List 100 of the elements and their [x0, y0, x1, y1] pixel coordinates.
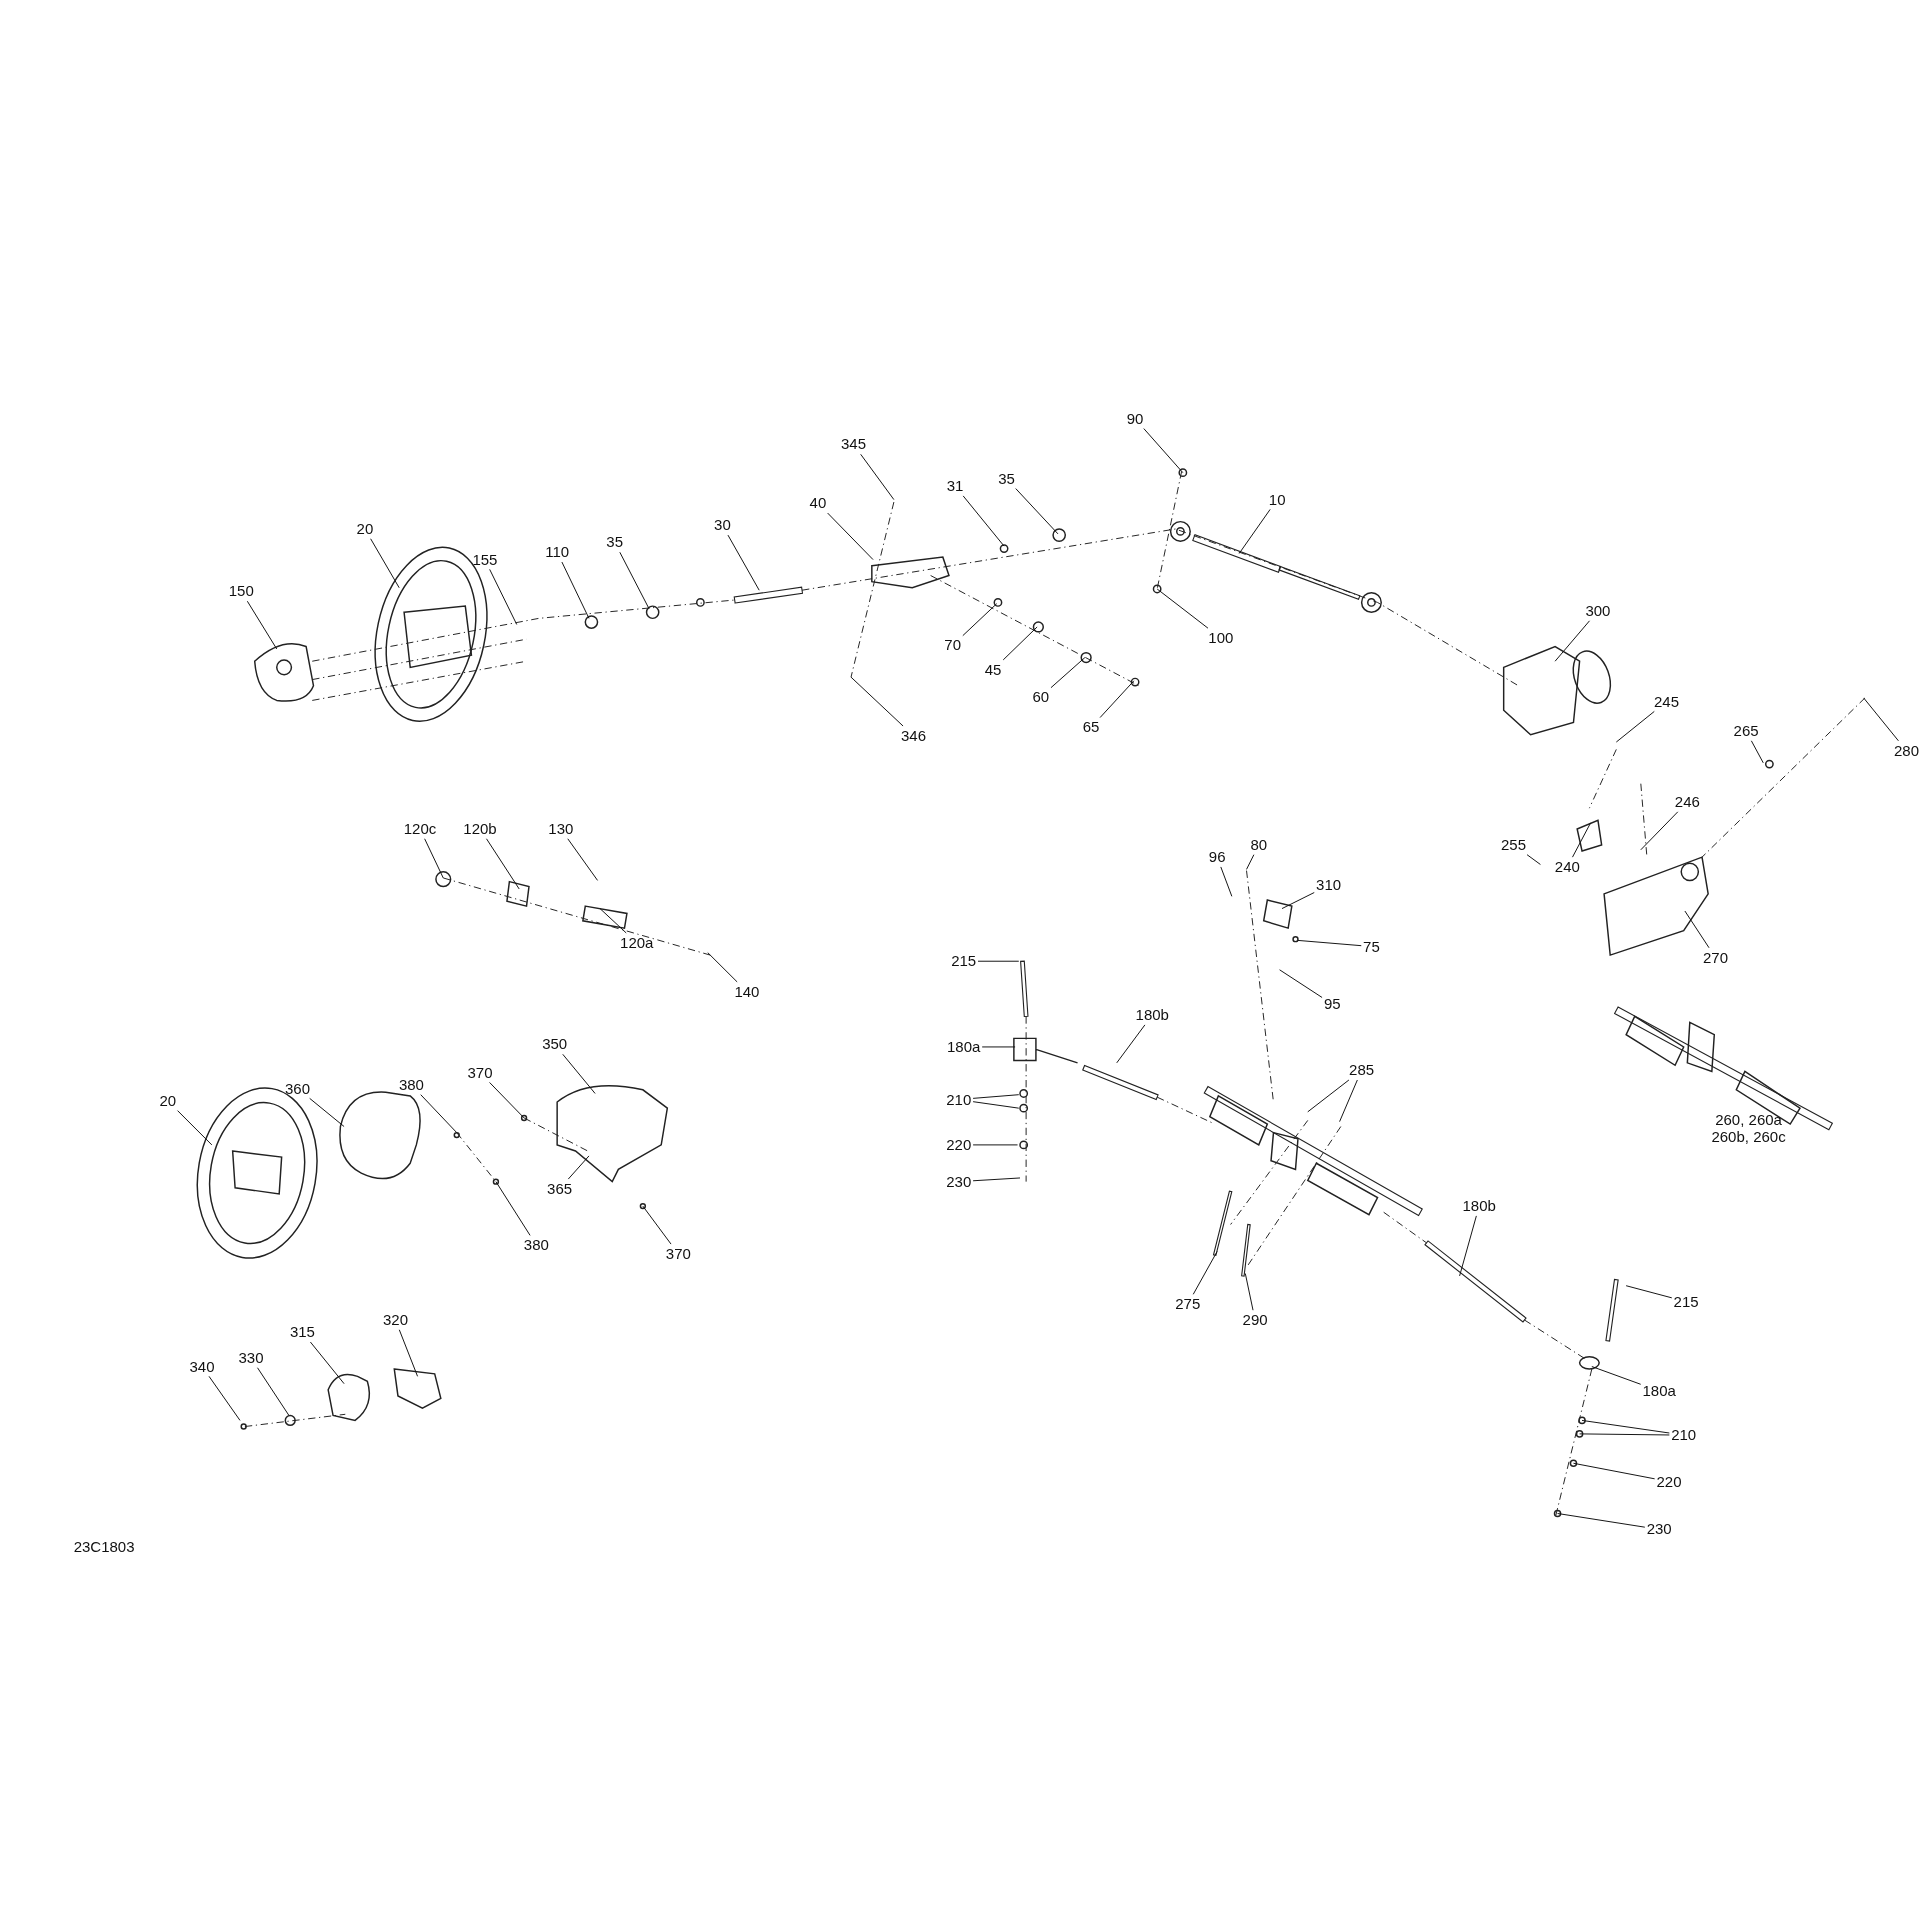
leader-line — [1625, 1285, 1673, 1299]
leader-line — [962, 495, 1005, 547]
callout-number: 95 — [1323, 995, 1341, 1013]
leader-line — [1297, 939, 1362, 947]
leader-line — [1116, 1024, 1146, 1064]
leader-line — [177, 1110, 213, 1146]
leader-line — [424, 838, 444, 879]
leader-line — [1015, 488, 1059, 535]
callout-number: 360 — [285, 1079, 311, 1098]
callout-number: 370 — [467, 1064, 493, 1082]
callout-number: 290 — [1242, 1311, 1268, 1329]
drawing-number: 23C1803 — [73, 1537, 135, 1556]
leader-line — [1002, 626, 1038, 661]
callout-number: 380 — [398, 1076, 424, 1094]
leader-line — [1459, 1215, 1477, 1277]
leader-line — [1579, 1433, 1670, 1436]
leader-line — [1246, 854, 1255, 870]
callout-number: 215 — [1673, 1293, 1699, 1311]
callout-number: 285 — [1349, 1061, 1375, 1079]
callout-number: 315 — [289, 1323, 315, 1341]
leader-line — [1279, 969, 1323, 998]
callout-number: 120a — [620, 934, 654, 952]
callout-number: 380 — [523, 1236, 549, 1254]
leader-line — [1143, 428, 1184, 474]
callout-number: 240 — [1554, 858, 1580, 876]
callout-number: 230 — [1646, 1520, 1672, 1538]
leader-line — [727, 534, 760, 591]
callout-number: 20 — [159, 1092, 177, 1110]
callout-number: 340 — [189, 1357, 215, 1376]
callout-number: 350 — [542, 1035, 568, 1054]
callout-number: 150 — [228, 582, 254, 601]
leader-line — [619, 551, 650, 610]
leader-line — [370, 538, 400, 589]
leader-line — [707, 952, 738, 983]
callout-number: 275 — [1175, 1295, 1201, 1313]
callout-number: 100 — [1208, 629, 1234, 647]
leader-line — [1339, 1079, 1358, 1123]
leader-line — [562, 1053, 596, 1094]
leader-line — [642, 1205, 672, 1245]
callout-number: 365 — [547, 1180, 573, 1198]
leader-line — [827, 512, 874, 561]
callout-number: 110 — [545, 543, 570, 561]
leader-line — [972, 1144, 1019, 1146]
callout-number: 130 — [548, 820, 574, 838]
leader-line — [1863, 697, 1899, 742]
leader-line — [489, 568, 518, 625]
leader-line — [1307, 1079, 1350, 1113]
leader-line — [1581, 1419, 1670, 1434]
leader-line — [1557, 1513, 1646, 1528]
callout-number: 280 — [1894, 742, 1920, 760]
callout-number: 310 — [1316, 876, 1342, 894]
leader-line — [1615, 710, 1655, 743]
leader-line — [489, 1081, 525, 1119]
callout-number: 10 — [1268, 490, 1286, 509]
callout-number: 330 — [238, 1349, 264, 1367]
callout-number: 45 — [984, 661, 1002, 679]
callout-number: 265 — [1733, 722, 1759, 740]
leader-line — [1526, 854, 1541, 865]
leader-line — [486, 838, 520, 890]
leader-line — [1156, 588, 1209, 629]
leader-line — [1238, 508, 1271, 554]
leader-line — [567, 1155, 590, 1180]
leader-line — [860, 453, 895, 501]
callout-number: 35 — [606, 533, 624, 552]
callout-number: 370 — [665, 1245, 691, 1263]
callout-number: 35 — [998, 470, 1015, 488]
callout-number: 210 — [1671, 1426, 1697, 1444]
callout-number: 320 — [383, 1311, 408, 1329]
leader-line — [1099, 680, 1135, 719]
leader-line — [246, 600, 278, 650]
callout-number: 346 — [900, 727, 926, 745]
callout-number: 96 — [1208, 848, 1226, 866]
leader-line — [1591, 1366, 1642, 1385]
callout-number: 220 — [946, 1136, 972, 1154]
leader-line — [1573, 1462, 1656, 1480]
callout-number: 80 — [1250, 836, 1268, 854]
leader-line — [972, 1094, 1020, 1099]
leader-line — [977, 960, 1020, 962]
callout-number: 75 — [1363, 937, 1380, 956]
callout-number: 270 — [1703, 948, 1728, 967]
callout-number: 180a — [947, 1038, 981, 1056]
leader-line — [257, 1367, 290, 1416]
leader-line — [972, 1101, 1020, 1109]
leader-line — [1684, 910, 1710, 949]
leader-line — [1750, 740, 1764, 764]
leader-line — [1572, 822, 1592, 858]
leader-line — [309, 1097, 345, 1127]
callout-number: 70 — [944, 636, 961, 654]
leader-line — [972, 1177, 1021, 1182]
callout-number: 20 — [356, 520, 374, 538]
leader-line — [1244, 1273, 1254, 1311]
leader-line — [495, 1181, 531, 1236]
callout-number: 120c — [403, 820, 437, 838]
callout-number: 300 — [1585, 602, 1611, 620]
callout-number: 155 — [472, 550, 498, 569]
leader-line — [1050, 657, 1086, 689]
leader-line — [1192, 1250, 1218, 1295]
leader-line — [850, 676, 904, 727]
leader-line — [561, 561, 590, 619]
leader-line — [1220, 866, 1233, 897]
